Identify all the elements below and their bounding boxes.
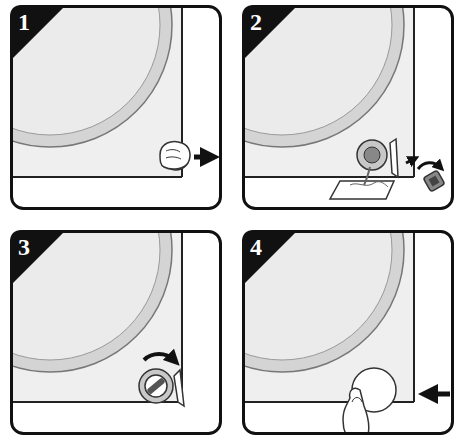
callout-number: 2 [250, 10, 262, 34]
step-panel [0, 0, 222, 210]
step-panel [160, 128, 454, 435]
step-panel [160, 0, 454, 210]
callout-number: 3 [18, 235, 30, 259]
callout-number: 1 [18, 10, 30, 34]
step-panel [0, 128, 222, 435]
callout-number: 4 [250, 235, 262, 259]
